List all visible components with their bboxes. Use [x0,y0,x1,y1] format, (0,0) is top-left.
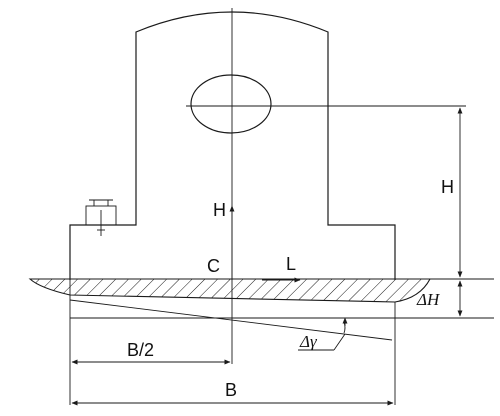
label-l: L [286,254,296,274]
slope-line [69,299,393,341]
delta-gamma-leader [333,333,346,351]
label-h-dimension: H [441,177,454,197]
label-delta-h: ΔH [416,290,441,309]
bolt-clip-icon [85,199,117,236]
label-delta-gamma: Δγ [299,332,318,351]
label-h-center: H [213,200,226,220]
label-b-half: B/2 [127,340,154,360]
label-c: C [207,256,220,276]
block-outline [69,11,396,280]
bore-ellipse [190,74,272,134]
label-b: B [225,380,237,400]
hatched-wedge [28,278,431,303]
